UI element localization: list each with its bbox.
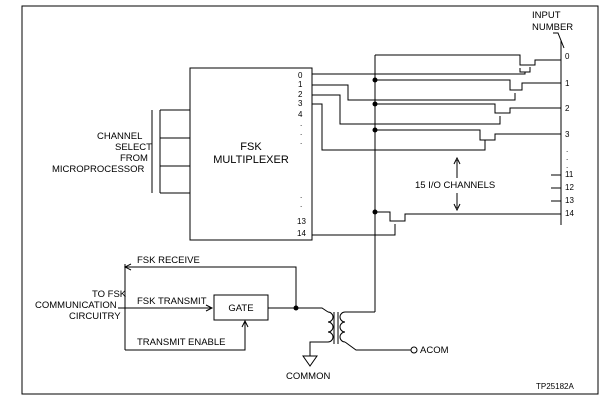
- channel-select-label-1: CHANNEL: [97, 131, 142, 142]
- svg-text:.: .: [300, 191, 302, 200]
- acom-label: ACOM: [420, 345, 449, 356]
- input-numbers: 0 1 2 3 11 12 13 14 . . .: [565, 52, 574, 218]
- input-number-label-2: NUMBER: [532, 22, 573, 33]
- junction-dots: [293, 77, 378, 311]
- channel-select-label-4: MICROPROCESSOR: [52, 164, 145, 175]
- channel-3-path: [312, 103, 551, 151]
- mux-pin-4: 4: [298, 110, 303, 119]
- acom-terminal: [410, 346, 418, 354]
- input-ellipsis: .: [566, 145, 568, 154]
- fsk-mux-label-2: MULTIPLEXER: [213, 154, 289, 166]
- input-number-0: 0: [565, 52, 570, 61]
- input-ticks: [551, 59, 561, 215]
- mux-pin-labels: 0 1 2 3 4 13 14 . . . . .: [297, 71, 306, 238]
- to-fsk-label-3: CIRCUITRY: [69, 311, 121, 322]
- input-number-13: 13: [565, 196, 574, 205]
- fsk-transmit-label: FSK TRANSMIT: [137, 296, 207, 307]
- input-number-2: 2: [565, 104, 570, 113]
- fsk-mux-label-1: FSK: [240, 141, 262, 153]
- mux-pin-13: 13: [297, 217, 306, 226]
- channel-2-path: [312, 94, 551, 125]
- mux-pin-1: 1: [298, 80, 303, 89]
- mux-pin-14: 14: [297, 229, 306, 238]
- gate-label: GATE: [228, 303, 253, 314]
- input-ellipsis: .: [566, 161, 568, 170]
- input-ellipsis: .: [566, 153, 568, 162]
- common-label: COMMON: [286, 371, 330, 382]
- input-number-14: 14: [565, 209, 574, 218]
- io-channels-label: 15 I/O CHANNELS: [415, 180, 495, 191]
- mux-pin-3: 3: [298, 99, 303, 108]
- figure-frame: [21, 5, 599, 395]
- channel-1-path: [312, 79, 551, 101]
- fsk-multiplexer-block: [189, 67, 313, 241]
- channel-select-lines: [151, 109, 190, 194]
- io-channels-arrows: [453, 156, 461, 212]
- channel-0-path: [312, 54, 551, 75]
- fsk-receive-line: [123, 263, 297, 308]
- to-fsk-label-2: COMMUNICATION: [35, 300, 117, 311]
- input-number-1: 1: [565, 79, 570, 88]
- to-fsk-bracket: [118, 264, 126, 350]
- fsk-transmit-line: [125, 304, 214, 312]
- channel-select-label-3: FROM: [120, 153, 148, 164]
- svg-text:.: .: [300, 128, 302, 137]
- channel-select-label-2: SELECT: [115, 142, 152, 153]
- svg-text:.: .: [300, 200, 302, 209]
- mux-pin-2: 2: [298, 90, 303, 99]
- to-fsk-label-1: TO FSK: [92, 289, 127, 300]
- mux-pin-0: 0: [298, 71, 303, 80]
- transmit-enable-label: TRANSMIT ENABLE: [137, 337, 226, 348]
- figure-id: TP25182A: [536, 382, 574, 391]
- svg-text:.: .: [300, 137, 302, 146]
- transmit-enable-line: [125, 319, 249, 351]
- input-number-11: 11: [565, 170, 574, 179]
- transformer: [296, 307, 411, 356]
- input-number-3: 3: [565, 130, 570, 139]
- input-number-label-1: INPUT: [532, 10, 561, 21]
- input-number-arrow: [553, 32, 565, 49]
- svg-text:.: .: [300, 119, 302, 128]
- common-ground-symbol: [302, 355, 318, 367]
- channel-14-path: [312, 211, 551, 236]
- fsk-receive-label: FSK RECEIVE: [137, 255, 200, 266]
- input-number-12: 12: [565, 183, 574, 192]
